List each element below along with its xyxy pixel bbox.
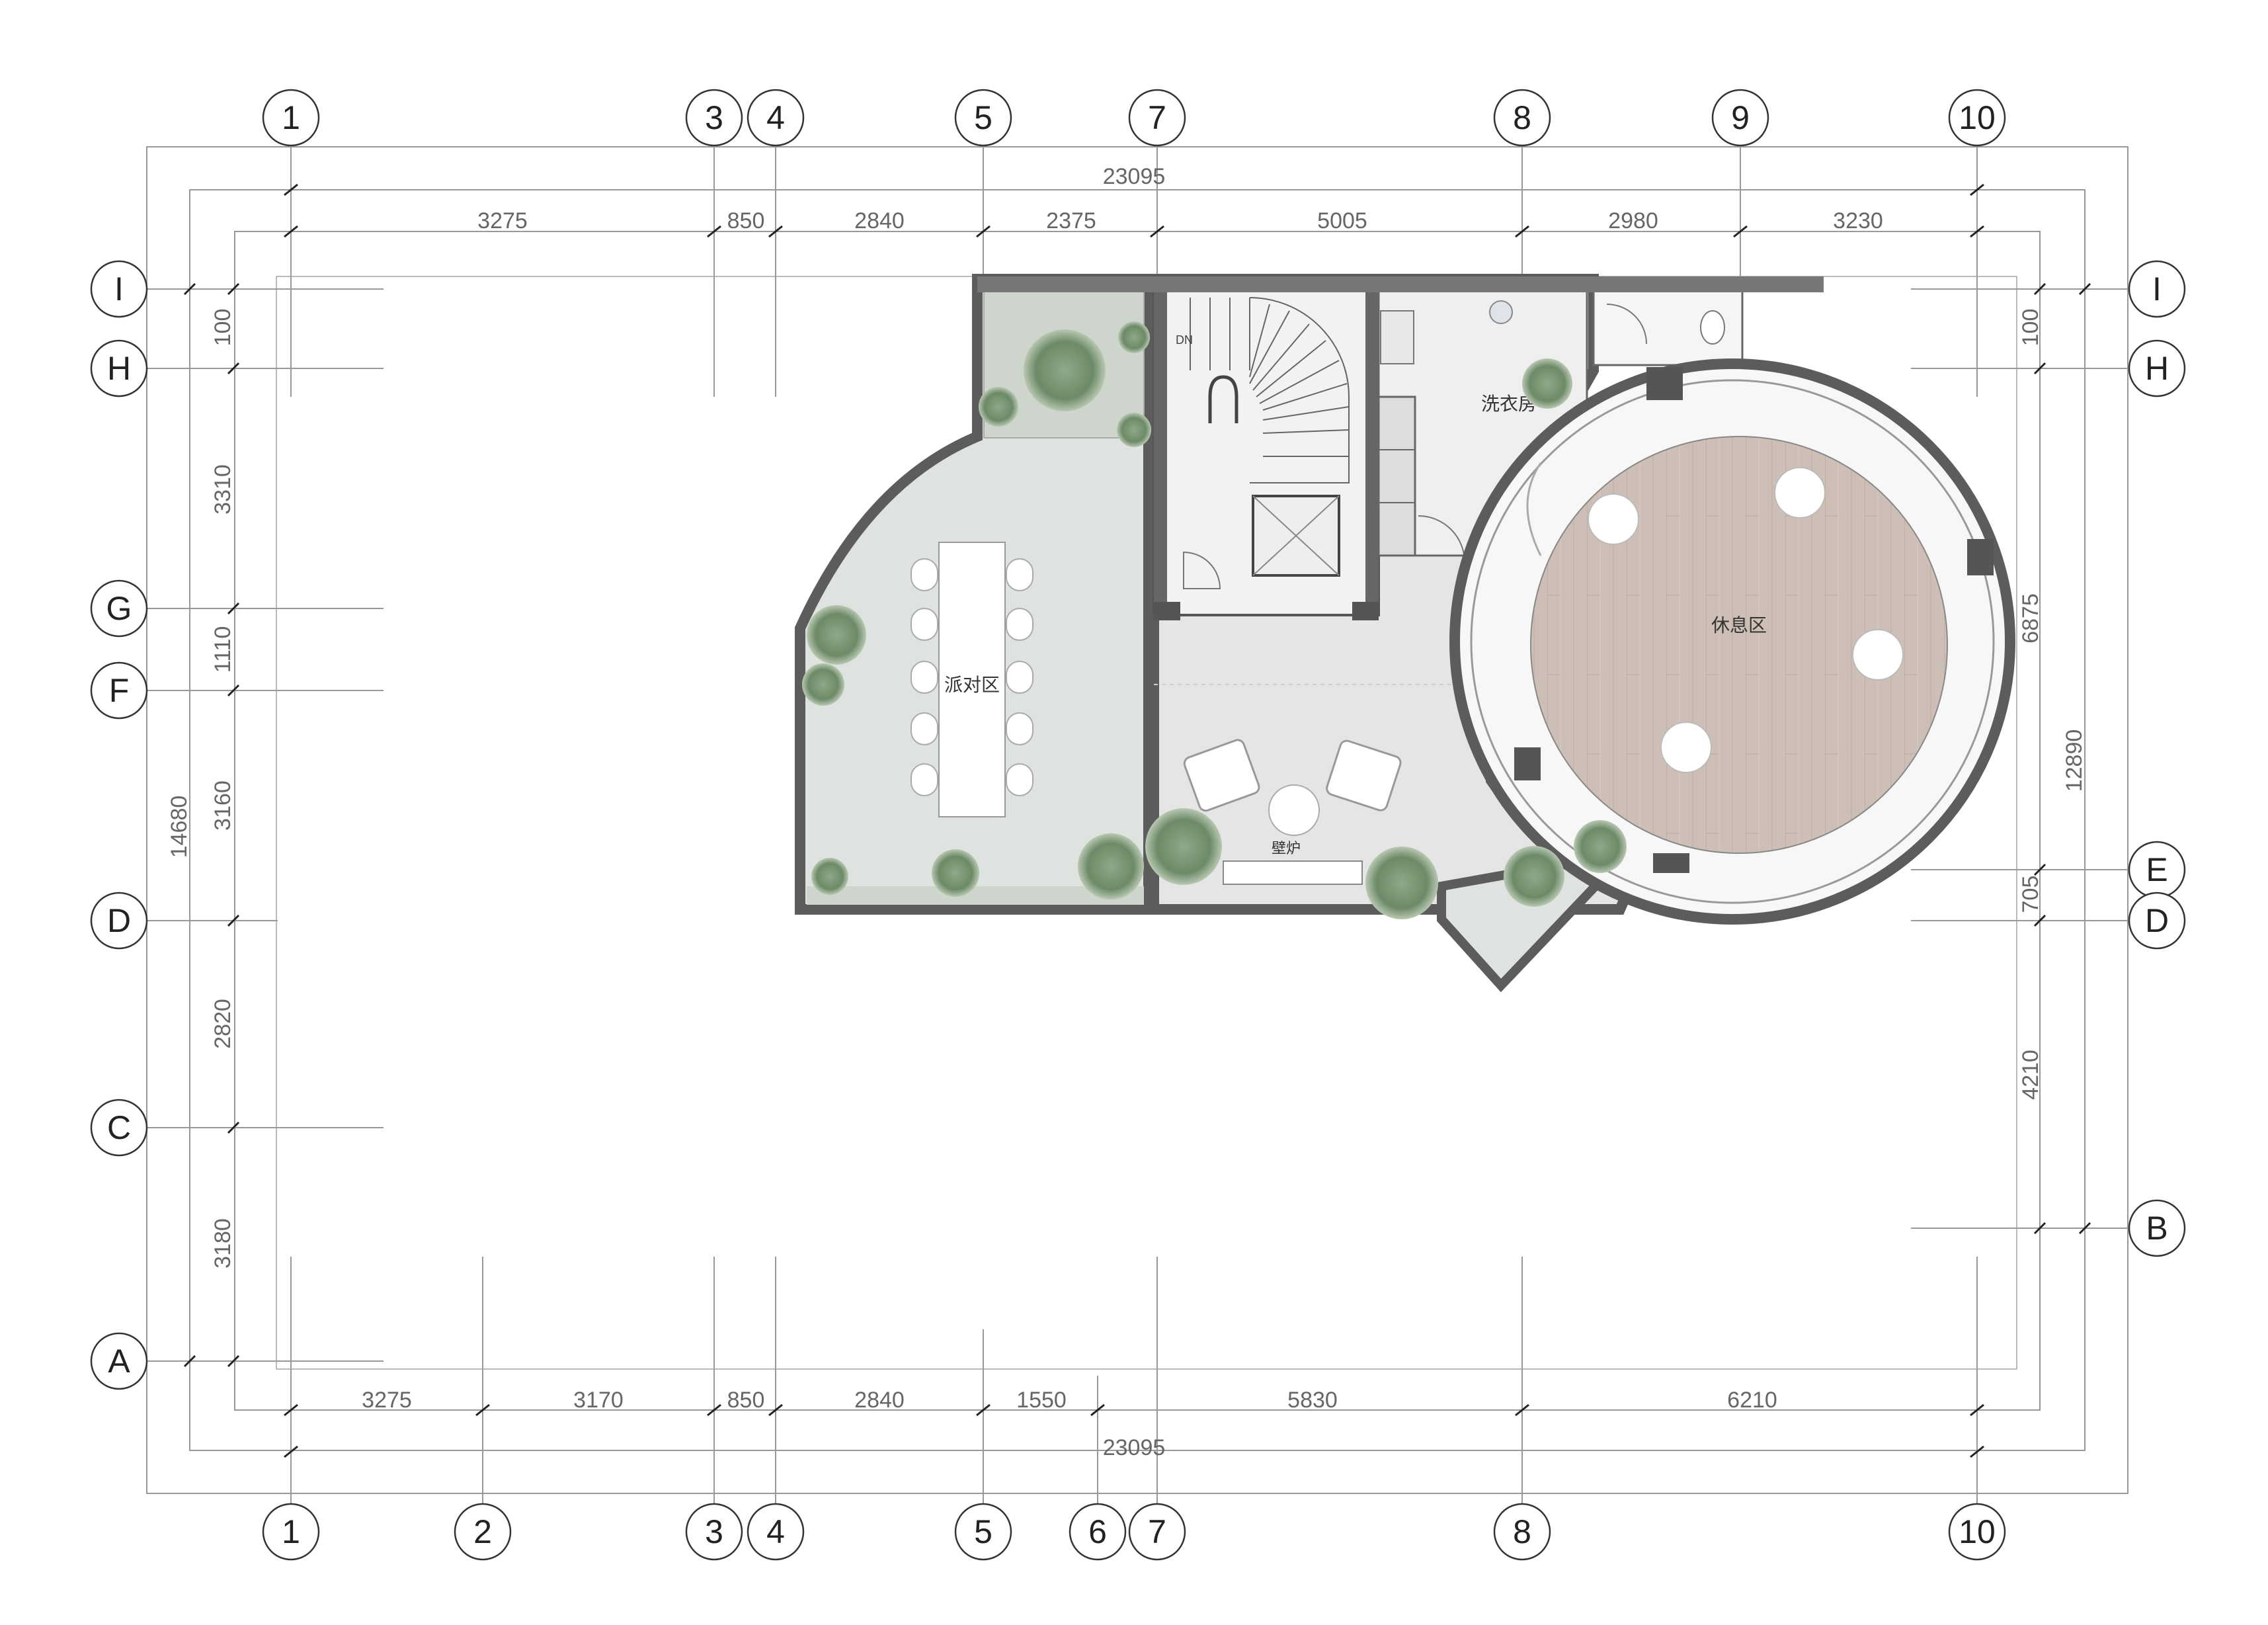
grid-label: 4 bbox=[766, 1513, 785, 1550]
grid-labels-bottom: 1 2 3 4 5 6 7 8 10 bbox=[282, 1513, 1996, 1550]
dim-left: 1110 bbox=[210, 626, 235, 673]
grid-label: 10 bbox=[1959, 99, 1996, 136]
dim-right: 6875 bbox=[2018, 593, 2043, 644]
plants bbox=[802, 321, 1627, 919]
grid-lines bbox=[147, 136, 2128, 1521]
grid-label: 7 bbox=[1148, 99, 1166, 136]
grid-bubbles-left bbox=[90, 260, 148, 1390]
stair-core: DN bbox=[1153, 290, 1380, 620]
dim-bottom: 850 bbox=[727, 1388, 765, 1413]
grid-label: 2 bbox=[473, 1513, 492, 1550]
grid-label: D bbox=[2145, 902, 2169, 939]
grid-label: 10 bbox=[1959, 1513, 1996, 1550]
grid-label: E bbox=[2146, 851, 2167, 888]
dim-top: 850 bbox=[727, 208, 765, 233]
grid-label: H bbox=[107, 350, 131, 387]
dim-top-total: 23095 bbox=[1103, 164, 1166, 189]
dim-bottom-total: 23095 bbox=[1103, 1435, 1166, 1460]
grid-label: B bbox=[2146, 1210, 2167, 1247]
grid-label: 5 bbox=[974, 99, 992, 136]
grid-label: I bbox=[2152, 271, 2162, 308]
dim-bottom: 1550 bbox=[1016, 1388, 1067, 1413]
dim-top: 2840 bbox=[854, 208, 905, 233]
room-label-party: 派对区 bbox=[944, 674, 1000, 696]
grid-labels-right: I H E D B bbox=[2145, 271, 2169, 1247]
dim-right: 705 bbox=[2018, 876, 2043, 913]
room-label-lounge: 休息区 bbox=[1711, 614, 1767, 636]
grid-bubbles-bottom bbox=[262, 1503, 2006, 1561]
dim-right: 4210 bbox=[2018, 1050, 2043, 1100]
grid-labels-top: 1 3 4 5 7 8 9 10 bbox=[282, 99, 1996, 136]
dim-top: 2980 bbox=[1608, 208, 1658, 233]
grid-bubbles-right bbox=[2128, 260, 2186, 1257]
drawing-frames bbox=[146, 146, 2128, 1494]
grid-label: A bbox=[108, 1343, 130, 1380]
room-label-fireplace: 壁炉 bbox=[1272, 841, 1301, 857]
dim-top: 3275 bbox=[477, 208, 528, 233]
dimension-ticks bbox=[183, 183, 2091, 1458]
dim-bottom: 6210 bbox=[1727, 1388, 1777, 1413]
grid-label: 7 bbox=[1148, 1513, 1166, 1550]
grid-label: D bbox=[107, 902, 131, 939]
lounge: 休息区 bbox=[1449, 358, 2015, 925]
dim-top: 3230 bbox=[1833, 208, 1883, 233]
dim-left: 3310 bbox=[210, 464, 235, 515]
grid-label: 1 bbox=[282, 99, 300, 136]
grid-label: C bbox=[107, 1109, 131, 1146]
grid-label: 6 bbox=[1088, 1513, 1107, 1550]
dim-bottom: 3170 bbox=[573, 1388, 624, 1413]
grid-label: H bbox=[2145, 350, 2169, 387]
grid-label: 8 bbox=[1513, 99, 1531, 136]
grid-label: 3 bbox=[705, 1513, 723, 1550]
grid-label: 1 bbox=[282, 1513, 300, 1550]
grid-label: 8 bbox=[1513, 1513, 1531, 1550]
grid-label: I bbox=[114, 271, 124, 308]
dim-left: 2820 bbox=[210, 999, 235, 1049]
party-table: 派对区 bbox=[911, 542, 1033, 817]
dimensions-right: 100 6875 705 4210 12890 bbox=[2018, 309, 2087, 1100]
grid-label: 3 bbox=[705, 99, 723, 136]
dim-top: 2375 bbox=[1046, 208, 1096, 233]
dim-left-total: 14680 bbox=[167, 796, 192, 858]
grid-label: G bbox=[106, 590, 132, 627]
dim-bottom: 3275 bbox=[362, 1388, 412, 1413]
grid-label: 9 bbox=[1731, 99, 1750, 136]
dim-left: 100 bbox=[210, 309, 235, 347]
dim-left: 3180 bbox=[210, 1218, 235, 1269]
north-wall bbox=[977, 276, 1824, 292]
dim-right: 100 bbox=[2018, 309, 2043, 347]
dimensions-bottom: 3275 3170 850 2840 1550 5830 6210 23095 bbox=[362, 1388, 1777, 1460]
grid-bubbles-top bbox=[262, 89, 2006, 147]
dim-left: 3160 bbox=[210, 780, 235, 831]
fireplace-area: 壁炉 bbox=[1183, 739, 1402, 885]
dim-right-total: 12890 bbox=[2062, 729, 2087, 792]
grid-labels-left: I H G F D C A bbox=[106, 271, 132, 1380]
dimensions-left: 14680 100 3310 1110 3160 2820 3180 bbox=[167, 309, 235, 1269]
grid-label: 5 bbox=[974, 1513, 992, 1550]
dim-bottom: 5830 bbox=[1287, 1388, 1338, 1413]
grid-label: F bbox=[109, 672, 130, 709]
dimensions-top: 23095 3275 850 2840 2375 5005 2980 3230 bbox=[477, 164, 1883, 233]
dim-top: 5005 bbox=[1317, 208, 1367, 233]
grid-label: 4 bbox=[766, 99, 785, 136]
dim-bottom: 2840 bbox=[854, 1388, 905, 1413]
stair-down-label: DN bbox=[1176, 333, 1193, 347]
